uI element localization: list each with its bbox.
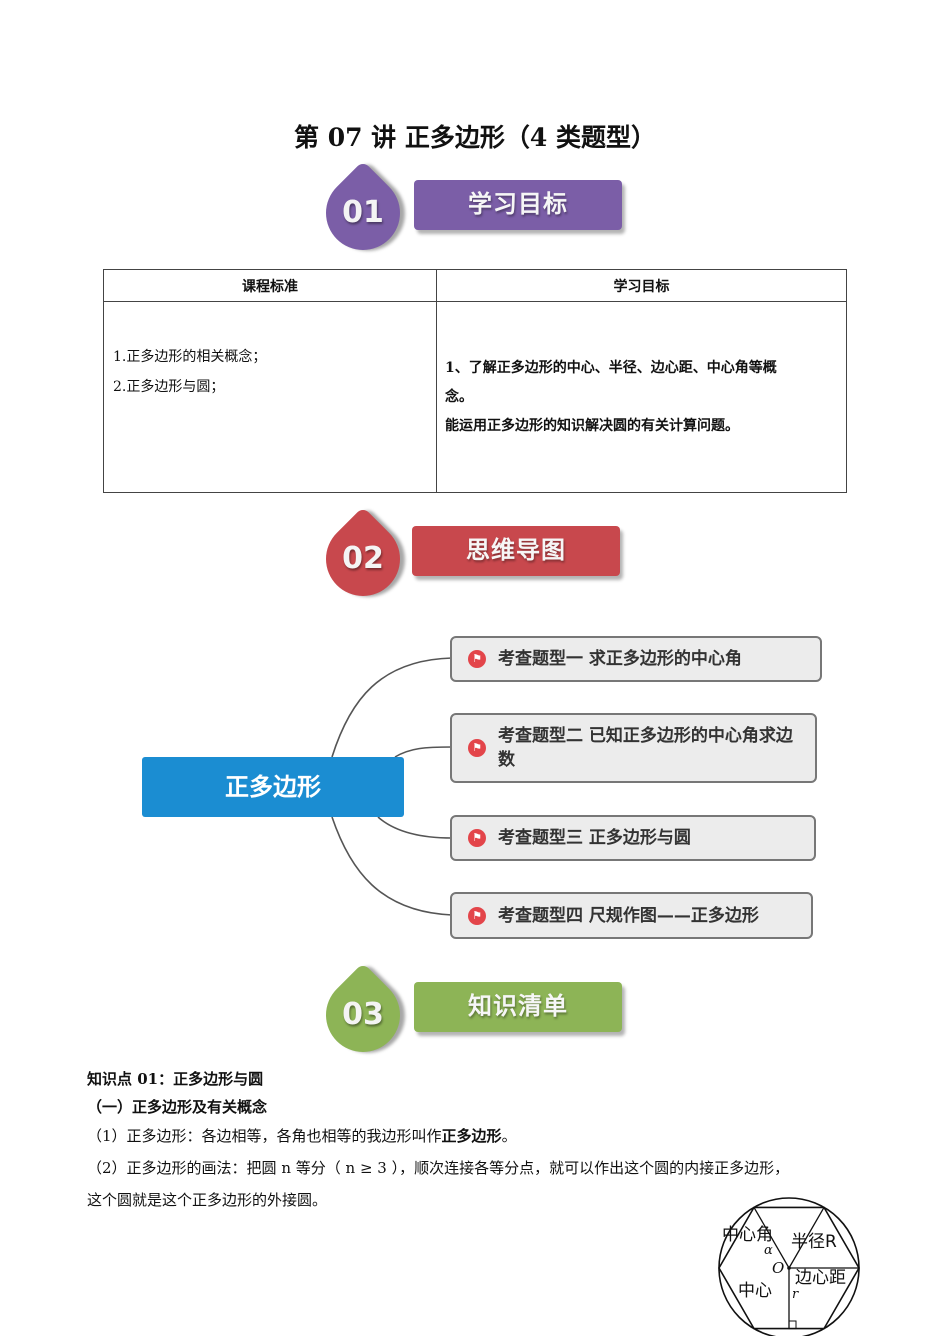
label-center: 中心 — [738, 1281, 772, 1301]
section-label: 思维导图 — [466, 536, 566, 564]
section-badge-02: 02 思维导图 — [310, 506, 626, 612]
mindmap-branch-3: ⚑ 考查题型三 正多边形与圆 — [450, 815, 816, 861]
knowledge-paragraph-1: （1）正多边形：各边相等，各角也相等的我边形叫作正多边形。 — [87, 1127, 517, 1145]
table-header-standard: 课程标准 — [103, 269, 437, 302]
section-number: 03 — [342, 997, 384, 1032]
section-badge-01: 01 学习目标 — [310, 160, 626, 266]
knowledge-heading: 知识点 01：正多边形与圆 — [87, 1070, 264, 1088]
section-number: 01 — [342, 195, 384, 230]
flag-icon: ⚑ — [468, 829, 486, 847]
objective-line: 能运用正多边形的知识解决圆的有关计算问题。 — [445, 417, 739, 434]
section-label: 知识清单 — [468, 992, 568, 1020]
standard-item: 2.正多边形与圆； — [113, 379, 225, 395]
page-title: 第 07 讲 正多边形（4 类题型） — [293, 123, 656, 152]
hexagon-circle-diagram: 中心角 半径R α O 边心距 中心 r — [718, 1197, 860, 1336]
objective-line: 1、了解正多边形的中心、半径、边心距、中心角等概 — [445, 359, 777, 376]
knowledge-paragraph-2: （2）正多边形的画法：把圆 n 等分（ n ≥ 3 ），顺次连接各等分点，就可以… — [87, 1159, 790, 1177]
flag-icon: ⚑ — [468, 650, 486, 668]
mindmap-branch-4: ⚑ 考查题型四 尺规作图——正多边形 — [450, 892, 813, 939]
mindmap-connectors — [331, 657, 453, 916]
mindmap-branch-1: ⚑ 考查题型一 求正多边形的中心角 — [450, 636, 822, 682]
objective-line: 念。 — [445, 388, 473, 405]
label-central-angle: 中心角 — [722, 1225, 773, 1245]
goals-table: 课程标准 学习目标 1.正多边形的相关概念； 2.正多边形与圆； 1、了解正多边… — [103, 269, 847, 493]
standards-cell: 1.正多边形的相关概念； 2.正多边形与圆； — [103, 301, 437, 493]
section-badge-03: 03 知识清单 — [310, 962, 626, 1068]
flag-icon: ⚑ — [468, 906, 486, 925]
section-label: 学习目标 — [468, 190, 568, 218]
knowledge-paragraph-2-cont: 这个圆就是这个正多边形的外接圆。 — [87, 1191, 328, 1209]
label-alpha: α — [764, 1243, 773, 1258]
standard-item: 1.正多边形的相关概念； — [113, 349, 267, 365]
flag-icon: ⚑ — [468, 739, 486, 757]
objectives-cell: 1、了解正多边形的中心、半径、边心距、中心角等概 念。 能运用正多边形的知识解决… — [436, 301, 847, 493]
section-number: 02 — [342, 541, 384, 576]
table-header-objective: 学习目标 — [436, 269, 847, 302]
label-r: r — [792, 1287, 799, 1302]
knowledge-subheading: （一）正多边形及有关概念 — [87, 1098, 268, 1116]
mindmap-branch-2: ⚑ 考查题型二 已知正多边形的中心角求边数 — [450, 713, 817, 783]
mindmap-root: 正多边形 — [142, 757, 404, 817]
label-apothem: 边心距 — [795, 1268, 846, 1288]
label-o: O — [772, 1259, 784, 1277]
label-radius: 半径R — [791, 1232, 837, 1252]
